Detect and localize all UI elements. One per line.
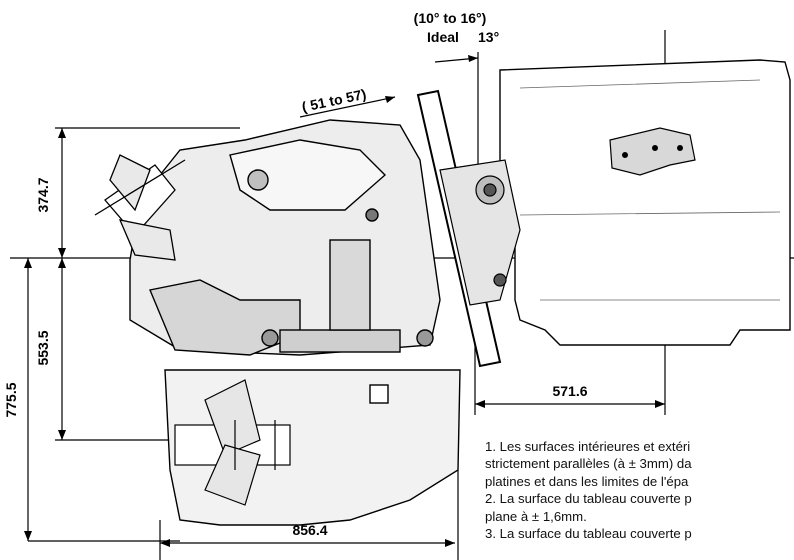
note-line: plane à ± 1,6mm. bbox=[485, 508, 587, 524]
installation-notes: 1. Les surfaces intérieures et extéri st… bbox=[485, 438, 794, 542]
note-line: platines et dans les limites de l'épa bbox=[485, 473, 689, 489]
dimension-arrowheads bbox=[24, 128, 665, 547]
upper-propeller bbox=[94, 154, 186, 261]
total-height-label: 775.5 bbox=[3, 382, 19, 417]
ideal-angle-value: 13° bbox=[478, 29, 499, 45]
note-line: 3. La surface du tableau couverte p bbox=[485, 526, 692, 542]
angle-range-label: (10° to 16°) bbox=[414, 10, 487, 26]
ideal-angle-label: Ideal bbox=[427, 29, 459, 45]
mid-height-label: 553.5 bbox=[35, 330, 51, 365]
note-line: 2. La surface du tableau couverte p bbox=[485, 491, 692, 507]
outdrive-upper bbox=[129, 119, 441, 356]
note-line: strictement parallèles (à ± 3mm) da bbox=[485, 456, 692, 472]
transom-range-label: ( 51 to 57) bbox=[300, 86, 367, 115]
lower-propeller bbox=[174, 379, 291, 506]
top-height-label: 374.7 bbox=[35, 177, 51, 212]
overall-length-label: 856.4 bbox=[292, 522, 327, 538]
engine-block bbox=[499, 59, 791, 346]
engine-offset-label: 571.6 bbox=[552, 383, 587, 399]
angle-arrowheads bbox=[385, 55, 478, 103]
gimbal-housing bbox=[439, 159, 521, 306]
note-line: 1. Les surfaces intérieures et extéri bbox=[485, 439, 691, 454]
